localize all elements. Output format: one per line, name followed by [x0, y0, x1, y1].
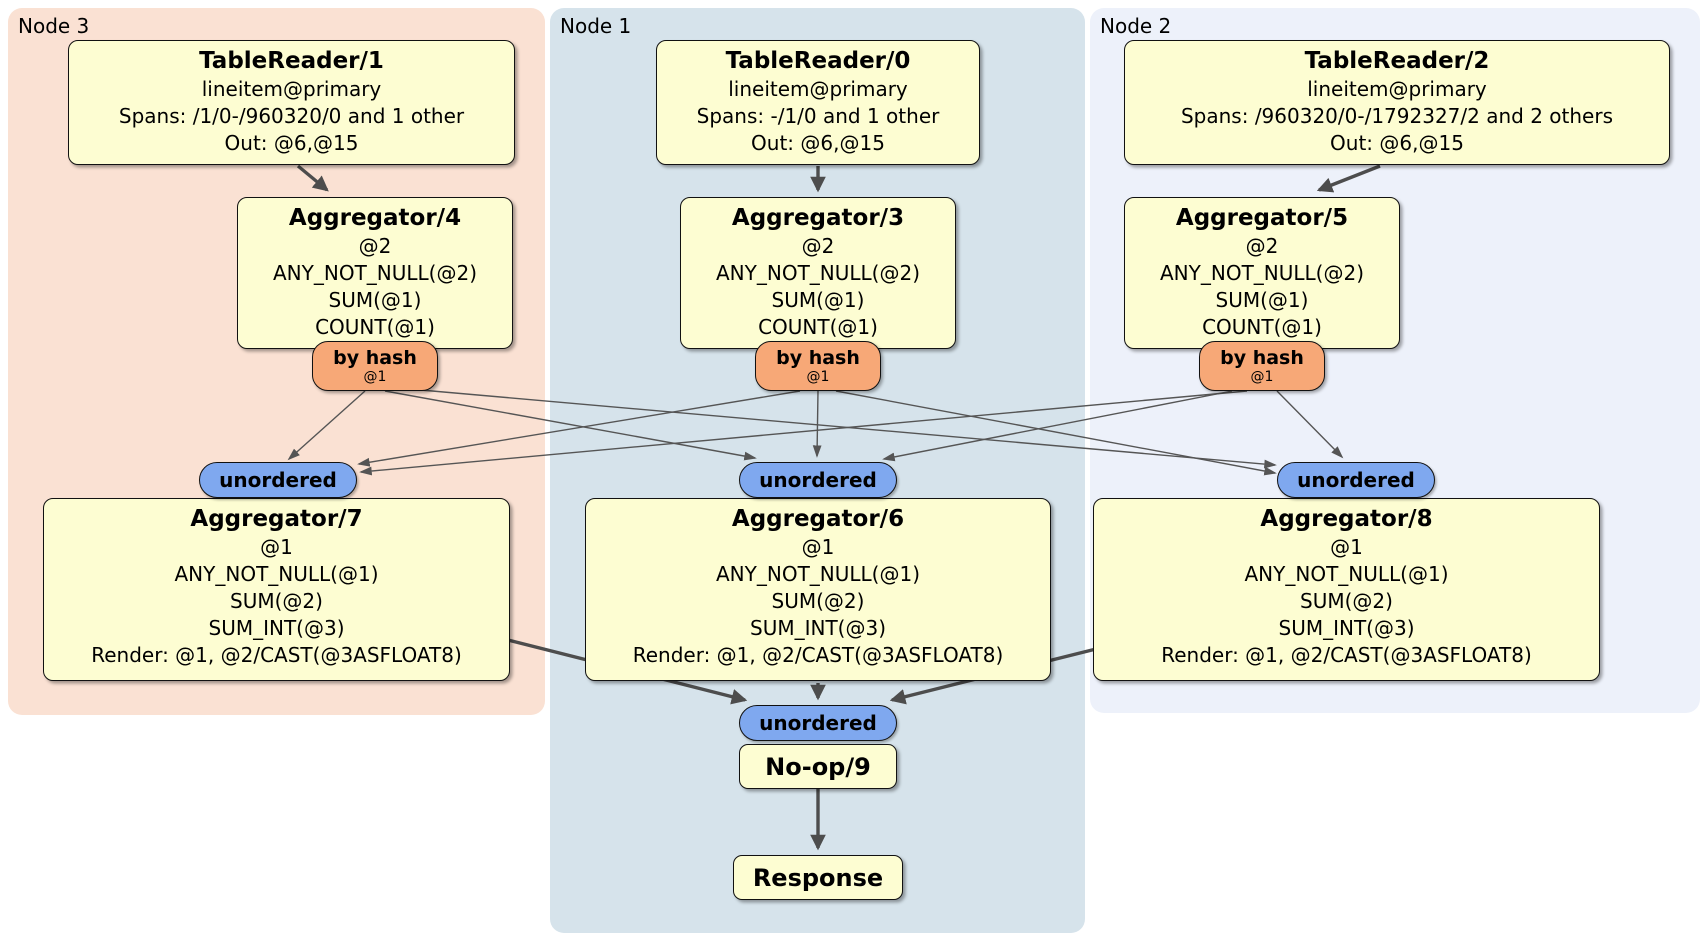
node-line-render: Render: @1, @2/CAST(@3ASFLOAT8): [632, 643, 1004, 667]
node-line-table: lineitem@primary: [1307, 77, 1487, 101]
node-line-fn: ANY_NOT_NULL(@1): [174, 562, 379, 586]
panel-label-node3: Node 3: [18, 14, 90, 38]
node-line-render: Render: @1, @2/CAST(@3ASFLOAT8): [1161, 643, 1532, 667]
node-aggregator-4: Aggregator/4 @2 ANY_NOT_NULL(@2) SUM(@1)…: [237, 197, 513, 349]
router-by-hash-node3: by hash @1: [312, 341, 438, 391]
node-line-fn: ANY_NOT_NULL(@1): [1244, 562, 1449, 586]
node-line-render: Render: @1, @2/CAST(@3ASFLOAT8): [91, 643, 462, 667]
node-line-fn: SUM_INT(@3): [750, 616, 886, 640]
node-line-group: @1: [801, 535, 835, 559]
node-response: Response: [733, 855, 903, 900]
node-tablereader-0: TableReader/0 lineitem@primary Spans: -/…: [656, 40, 980, 165]
node-title: TableReader/2: [1304, 48, 1490, 74]
node-title: Aggregator/7: [190, 506, 363, 532]
node-line-fn: SUM(@2): [1300, 589, 1393, 613]
node-noop-9: No-op/9: [739, 744, 897, 789]
node-title: Aggregator/4: [288, 205, 462, 231]
panel-label-node2: Node 2: [1100, 14, 1172, 38]
sync-label: unordered: [1297, 468, 1415, 492]
node-line-fn: ANY_NOT_NULL(@2): [1160, 261, 1364, 285]
sync-unordered-final: unordered: [739, 705, 897, 741]
node-line-spans: Spans: /960320/0-/1792327/2 and 2 others: [1180, 104, 1613, 128]
node-title: Aggregator/3: [731, 205, 905, 231]
router-by-hash-node2: by hash @1: [1199, 341, 1325, 391]
node-line-out: Out: @6,@15: [224, 131, 359, 155]
node-line-fn: SUM(@2): [771, 589, 865, 613]
sync-label: unordered: [759, 468, 877, 492]
sync-unordered-node3: unordered: [199, 462, 357, 498]
node-line-out: Out: @6,@15: [1330, 131, 1464, 155]
node-line-spans: Spans: -/1/0 and 1 other: [696, 104, 940, 128]
node-title: No-op/9: [765, 752, 871, 781]
node-line-fn: COUNT(@1): [758, 315, 878, 339]
node-title: Aggregator/6: [731, 506, 905, 532]
node-line-fn: SUM_INT(@3): [1278, 616, 1415, 640]
router-detail: @1: [363, 368, 387, 385]
router-detail: @1: [806, 368, 830, 385]
node-aggregator-5: Aggregator/5 @2 ANY_NOT_NULL(@2) SUM(@1)…: [1124, 197, 1400, 349]
router-label: by hash: [333, 346, 417, 369]
node-line-table: lineitem@primary: [728, 77, 908, 101]
node-line-spans: Spans: /1/0-/960320/0 and 1 other: [118, 104, 465, 128]
node-title: TableReader/1: [199, 48, 384, 74]
node-line-group: @2: [801, 234, 835, 258]
node-line-group: @1: [260, 535, 293, 559]
node-title: Aggregator/8: [1260, 506, 1433, 532]
node-tablereader-2: TableReader/2 lineitem@primary Spans: /9…: [1124, 40, 1670, 165]
node-line-table: lineitem@primary: [201, 77, 382, 101]
node-line-group: @2: [1245, 234, 1279, 258]
node-aggregator-8: Aggregator/8 @1 ANY_NOT_NULL(@1) SUM(@2)…: [1093, 498, 1600, 681]
router-detail: @1: [1250, 368, 1274, 385]
node-line-fn: COUNT(@1): [315, 315, 435, 339]
router-by-hash-node1: by hash @1: [755, 341, 881, 391]
sync-unordered-node1: unordered: [739, 462, 897, 498]
node-aggregator-3: Aggregator/3 @2 ANY_NOT_NULL(@2) SUM(@1)…: [680, 197, 956, 349]
router-label: by hash: [1220, 346, 1304, 369]
node-line-fn: ANY_NOT_NULL(@2): [716, 261, 920, 285]
node-aggregator-6: Aggregator/6 @1 ANY_NOT_NULL(@1) SUM(@2)…: [585, 498, 1051, 681]
node-title: Aggregator/5: [1175, 205, 1349, 231]
node-tablereader-1: TableReader/1 lineitem@primary Spans: /1…: [68, 40, 515, 165]
node-title: TableReader/0: [725, 48, 911, 74]
node-aggregator-7: Aggregator/7 @1 ANY_NOT_NULL(@1) SUM(@2)…: [43, 498, 510, 681]
node-line-group: @2: [358, 234, 392, 258]
node-line-fn: SUM(@1): [328, 288, 422, 312]
panel-label-node1: Node 1: [560, 14, 632, 38]
node-line-fn: ANY_NOT_NULL(@1): [716, 562, 920, 586]
node-line-fn: COUNT(@1): [1202, 315, 1322, 339]
node-line-fn: SUM(@1): [771, 288, 865, 312]
node-line-fn: SUM(@2): [230, 589, 323, 613]
node-line-group: @1: [1330, 535, 1363, 559]
sync-label: unordered: [759, 711, 877, 735]
node-line-fn: SUM_INT(@3): [208, 616, 345, 640]
sync-unordered-node2: unordered: [1277, 462, 1435, 498]
node-title: Response: [752, 863, 884, 892]
node-line-fn: SUM(@1): [1215, 288, 1309, 312]
node-line-fn: ANY_NOT_NULL(@2): [273, 261, 477, 285]
sync-label: unordered: [219, 468, 337, 492]
router-label: by hash: [776, 346, 860, 369]
node-line-out: Out: @6,@15: [751, 131, 885, 155]
